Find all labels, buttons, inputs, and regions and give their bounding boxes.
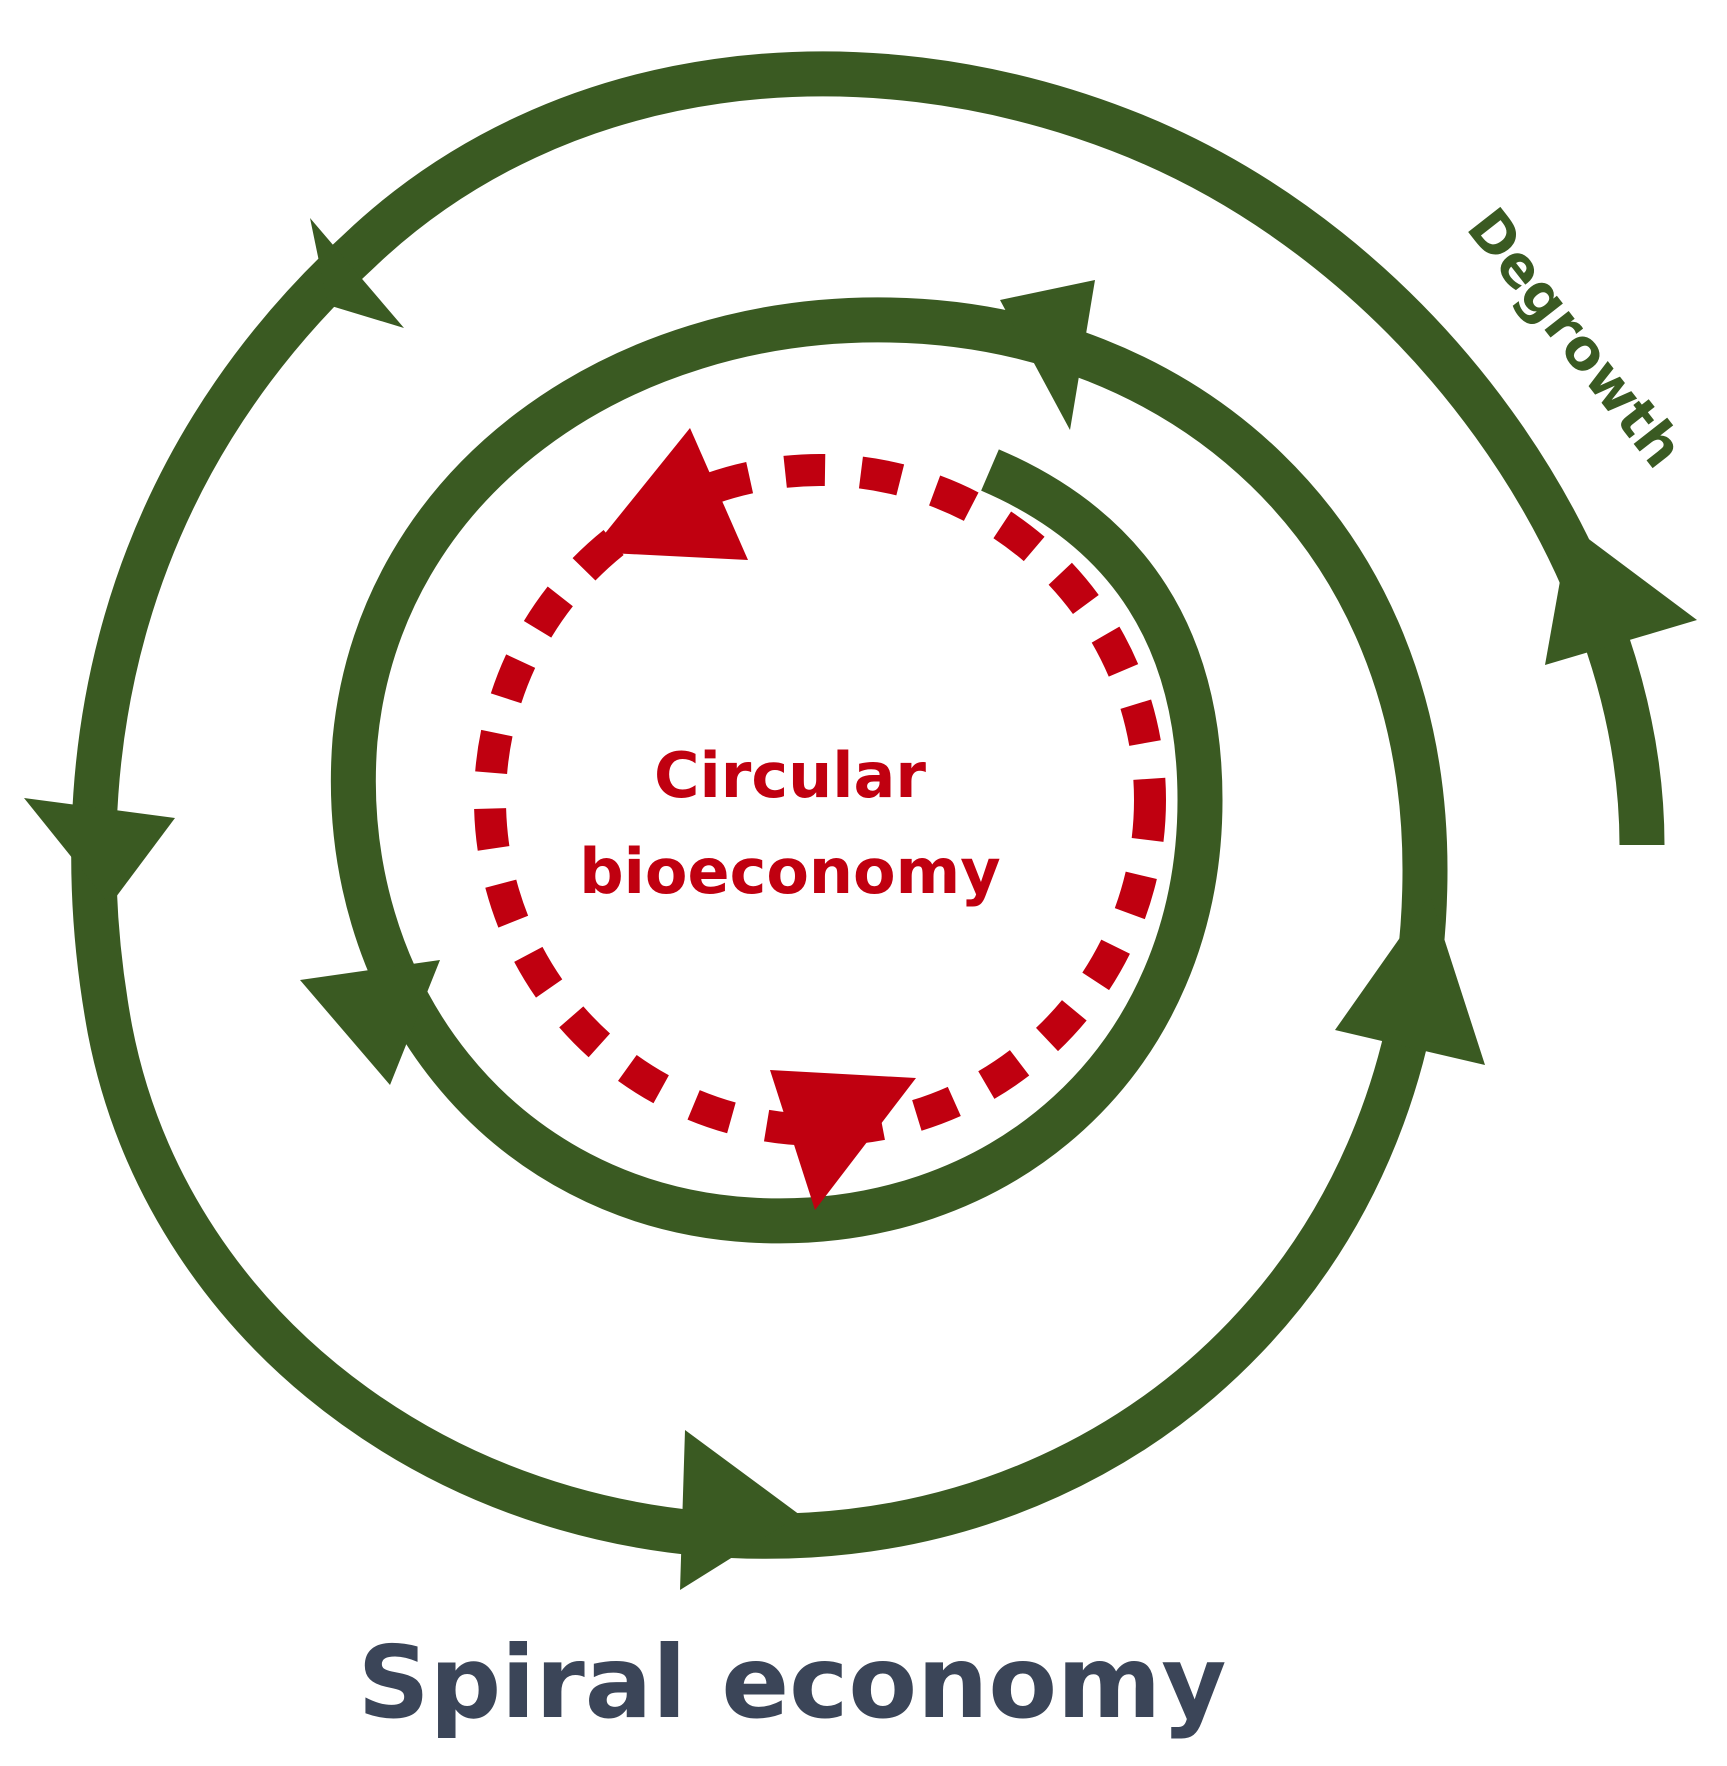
spiral-arrowhead-inner-left xyxy=(300,960,440,1085)
circular-arrowhead-bottom xyxy=(770,1070,916,1210)
spiral-arrowhead-bottom xyxy=(680,1430,800,1590)
spiral-arrowhead-top-right xyxy=(1545,525,1697,665)
circular-bioeconomy-loop xyxy=(474,454,1166,1146)
spiral-arrowheads xyxy=(24,218,1697,1590)
spiral-arrowhead-top-left xyxy=(310,218,404,328)
circular-arrowheads xyxy=(590,428,916,1210)
degrowth-spiral-path xyxy=(71,51,1665,1559)
diagram-title: Spiral economy xyxy=(358,1624,1227,1741)
spiral-arrowhead-right xyxy=(1335,895,1485,1065)
circular-label: Circular xyxy=(654,739,926,812)
bioeconomy-label: bioeconomy xyxy=(579,835,1000,908)
circular-arrowhead-top-left xyxy=(590,428,748,560)
spiral-arrowhead-left xyxy=(24,798,175,905)
spiral-arrowhead-inner-top xyxy=(1000,280,1095,430)
